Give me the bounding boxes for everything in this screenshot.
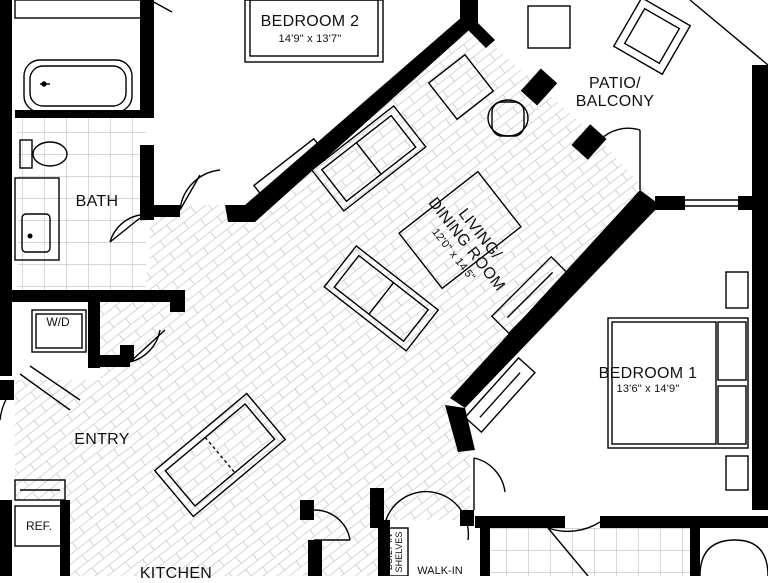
wall-bedroom2-diag (225, 10, 478, 222)
bedroom2-label: BEDROOM 2 (260, 13, 360, 30)
builtin-shelves-label: BUILT-IN SHELVES (384, 526, 409, 578)
vanity (14, 177, 60, 261)
wall-wd-right (88, 298, 100, 368)
kitchen-label: KITCHEN (139, 565, 213, 582)
closet-floor (485, 528, 695, 576)
walkin-label: WALK-IN (417, 565, 463, 577)
washer-dryer (31, 309, 87, 353)
wall-bath-right (140, 0, 154, 118)
entry-living-floor (15, 25, 650, 576)
bedroom2-bed (244, 0, 384, 63)
bath-cabinet-top (14, 0, 144, 19)
bath-label: BATH (75, 193, 119, 210)
patio-label-line1: PATIO/ (589, 75, 641, 92)
living-sofa-top (310, 104, 427, 212)
living-rug (398, 170, 522, 290)
wd-label: W/D (46, 315, 70, 329)
entry-label: ENTRY (74, 431, 130, 448)
wall-bedroom1-top (655, 196, 685, 210)
bedroom1-label: BEDROOM 1 (598, 365, 698, 382)
bedroom2-dimensions: 14'9" x 13'7" (278, 33, 342, 45)
bedroom1-bed (607, 317, 749, 449)
wall-bedroom1-diag (450, 190, 660, 408)
patio-label-line2: BALCONY (575, 93, 655, 110)
bathtub (23, 59, 133, 113)
wall-bottom (475, 516, 565, 528)
refrigerator (14, 505, 62, 547)
wall-top-left (0, 0, 12, 290)
bedroom1-dimensions: 13'6" x 14'9" (616, 383, 680, 395)
wall-right (752, 65, 768, 510)
toilet (19, 139, 33, 169)
kitchen-island (153, 392, 287, 518)
patio-table (527, 5, 571, 49)
builtin-line2: SHELVES (394, 531, 404, 573)
bath-floor (18, 118, 146, 290)
ref-label: REF. (25, 519, 52, 533)
living-sofa-bottom (323, 244, 440, 352)
